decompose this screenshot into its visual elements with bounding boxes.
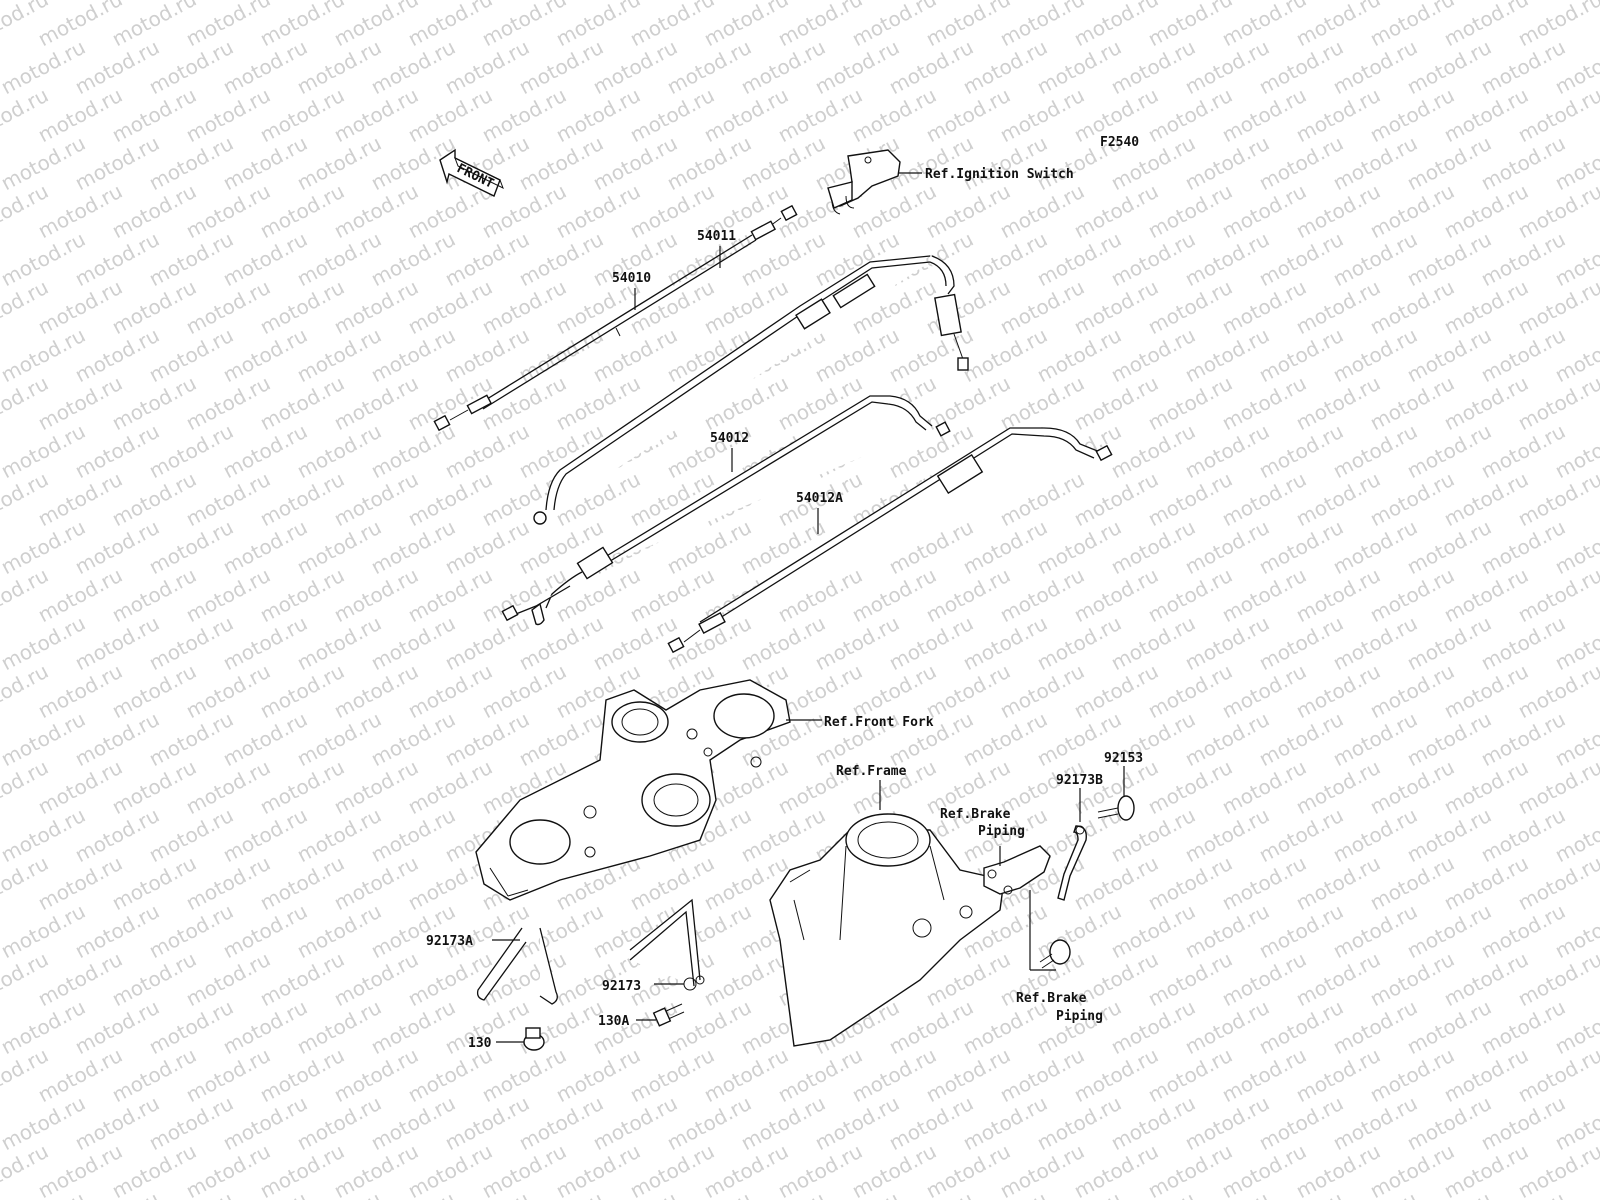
clamp-92173b	[1057, 825, 1087, 901]
label-54010: 54010	[612, 271, 651, 286]
front-arrow-icon: FRONT	[439, 148, 504, 197]
label-ref-brake-1b: Piping	[978, 824, 1025, 839]
cable-54011	[533, 255, 969, 525]
bolt-130a	[652, 1003, 685, 1027]
label-92173a: 92173A	[426, 934, 473, 949]
label-130: 130	[468, 1036, 492, 1051]
label-ref-front-fork: Ref.Front Fork	[824, 715, 934, 730]
label-92173: 92173	[602, 979, 641, 994]
clamp-92173	[629, 898, 705, 991]
triple-clamp	[475, 679, 791, 901]
bolt-92153	[1097, 795, 1135, 821]
label-54011: 54011	[697, 229, 736, 244]
frame-head	[769, 813, 1005, 1047]
label-ref-brake-1a: Ref.Brake	[940, 807, 1011, 822]
label-ref-ignition-switch: Ref.Ignition Switch	[925, 167, 1074, 182]
brake-piping-bracket	[983, 845, 1051, 895]
cable-54010	[433, 204, 798, 432]
label-ref-brake-2a: Ref.Brake	[1016, 991, 1087, 1006]
ignition-switch-bracket	[827, 149, 901, 215]
label-54012a: 54012A	[796, 491, 843, 506]
label-92153: 92153	[1104, 751, 1143, 766]
cable-54012	[501, 395, 951, 626]
bolt-brake-lower	[1039, 939, 1071, 969]
cable-54012a	[667, 427, 1113, 654]
clamp-92173a	[476, 927, 558, 1005]
figure-id: F2540	[1100, 135, 1139, 150]
label-130a: 130A	[598, 1014, 629, 1029]
label-54012: 54012	[710, 431, 749, 446]
label-ref-frame: Ref.Frame	[836, 764, 907, 779]
label-ref-brake-2b: Piping	[1056, 1009, 1103, 1024]
bolt-130	[523, 1027, 545, 1051]
label-92173b: 92173B	[1056, 773, 1103, 788]
